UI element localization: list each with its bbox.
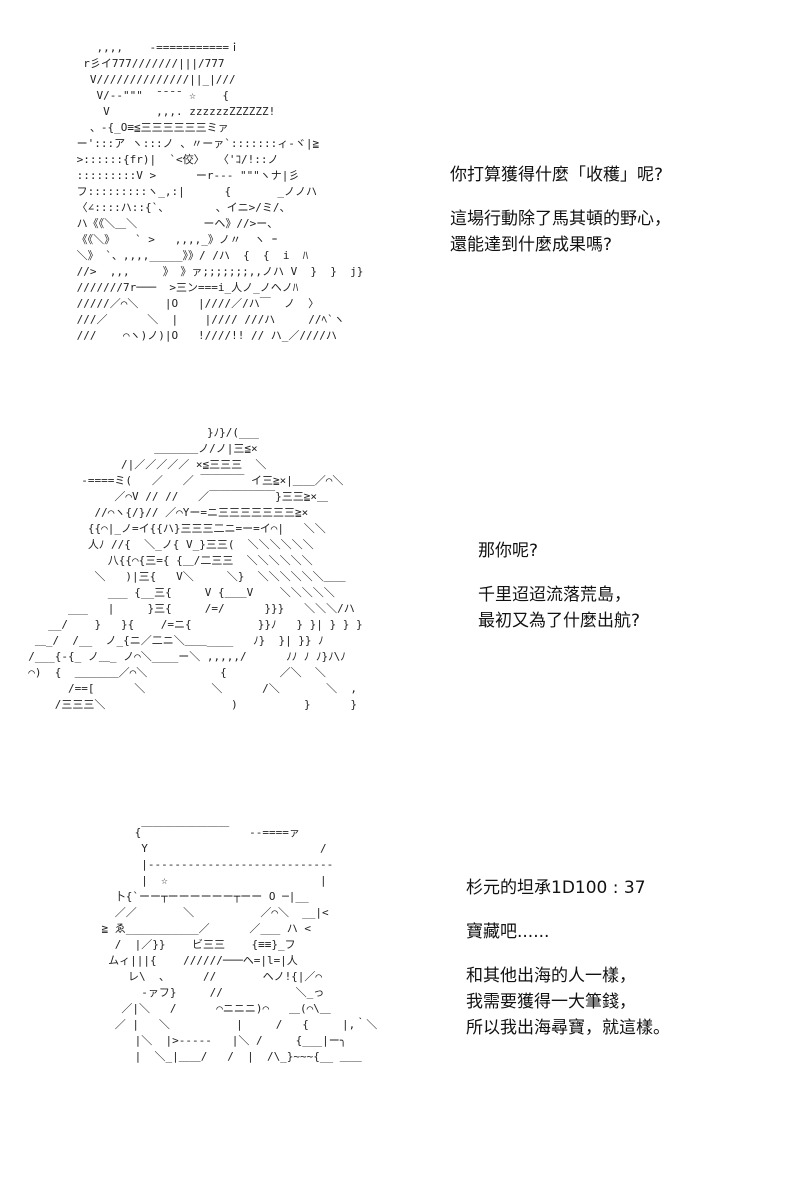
dialogue-line: 和其他出海的人一樣， xyxy=(466,966,636,986)
manga-panel-2: }ﾉ}/(___ ＿＿＿＿ノ/ノ|三≦× /|／／／／／ ×≦三三三 ＼ -==… xyxy=(0,420,800,760)
ascii-art-figure-3: {￣￣￣￣￣￣￣￣ --====ァ Y / |-----------------… xyxy=(101,826,378,1063)
dialogue-1: 你打算獲得什麼「收穫」呢? 這場行動除了馬其頓的野心， 還能達到什麼成果嗎? xyxy=(450,162,780,258)
dialogue-line: 我需要獲得一大筆錢， xyxy=(466,992,636,1012)
manga-panel-1: ,,,, -===========ｉ r彡イ777///////|||/777 … xyxy=(0,30,800,400)
dialogue-2: 那你呢? 千里迢迢流落荒島， 最初又為了什麼出航? xyxy=(478,538,778,634)
dice-roll-line: 杉元的坦承1D100 : 37 xyxy=(466,878,646,898)
ascii-art-figure-2: }ﾉ}/(___ ＿＿＿＿ノ/ノ|三≦× /|／／／／／ ×≦三三三 ＼ -==… xyxy=(28,426,363,711)
dialogue-line: 那你呢? xyxy=(478,541,539,561)
dialogue-line: 你打算獲得什麼「收穫」呢? xyxy=(450,165,664,185)
ascii-art-figure-1: ,,,, -===========ｉ r彡イ777///////|||/777 … xyxy=(76,41,364,342)
dialogue-3: 杉元的坦承1D100 : 37 寶藏吧...... 和其他出海的人一樣， 我需要… xyxy=(466,875,786,1041)
manga-panel-3: {￣￣￣￣￣￣￣￣ --====ァ Y / |-----------------… xyxy=(0,815,800,1115)
dialogue-line: 還能達到什麼成果嗎? xyxy=(450,235,613,255)
dialogue-line: 這場行動除了馬其頓的野心， xyxy=(450,209,671,229)
dialogue-line: 最初又為了什麼出航? xyxy=(478,611,641,631)
dialogue-line: 寶藏吧...... xyxy=(466,922,550,942)
dialogue-line: 所以我出海尋寶，就這樣。 xyxy=(466,1018,670,1038)
dialogue-line: 千里迢迢流落荒島， xyxy=(478,585,631,605)
